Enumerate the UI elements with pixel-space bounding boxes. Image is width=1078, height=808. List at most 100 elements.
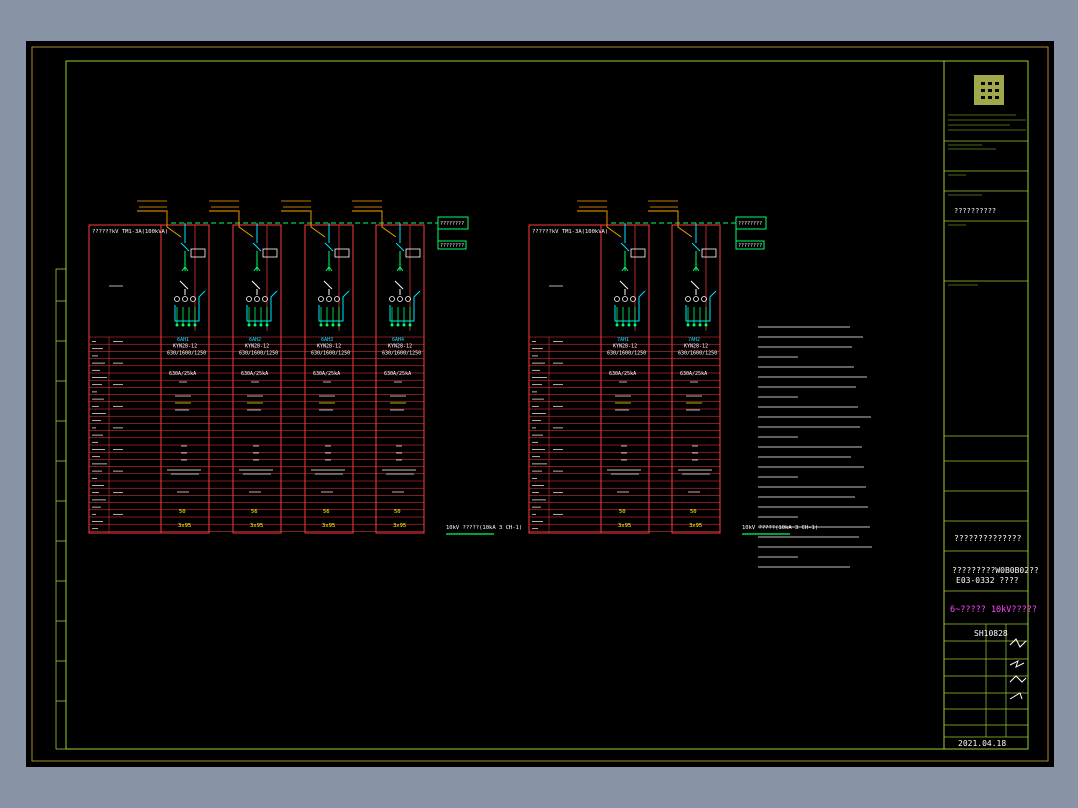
bus-tag-box-2 [437, 240, 467, 250]
feeder-cable [352, 210, 397, 238]
bus-tag-1: ???????? [440, 221, 464, 227]
arrow-icon [181, 266, 189, 272]
project-line-1: ?????????W0B0B02?? [952, 566, 1039, 575]
panel-model: KYN28-12 [317, 344, 341, 350]
relay-box [334, 248, 350, 258]
arrester-terminal [265, 323, 269, 327]
panel-capacity: 56 [251, 509, 258, 515]
feeder-cable [209, 210, 254, 238]
switchgear-group-b: ??????kV TM1-3A(100kVA)????????????????1… [528, 200, 818, 535]
panel-frame [375, 224, 425, 534]
current-transformer [693, 296, 699, 302]
arrester-terminal [247, 323, 251, 327]
panel-model: KYN28-12 [173, 344, 197, 350]
drawing-title: 6~????? 10kV????? [950, 605, 1037, 615]
arrester-terminal [325, 323, 329, 327]
current-transformer [326, 296, 332, 302]
arrester-terminal [633, 323, 637, 327]
panel-ratio: 630A/25kA [169, 371, 196, 377]
project-line-2: E03-0332 ???? [956, 576, 1019, 585]
ground-circuit [246, 290, 278, 322]
ground-circuit [614, 290, 646, 322]
panel-ratio: 630A/25kA [384, 371, 411, 377]
relay-box [630, 248, 646, 258]
panel-ratio: 630A/25kA [313, 371, 340, 377]
arrow-icon [253, 266, 261, 272]
breaker-switch [179, 280, 189, 290]
ground-circuit [389, 290, 421, 322]
current-transformer [318, 296, 324, 302]
current-transformer [701, 296, 707, 302]
arrow-icon [692, 266, 700, 272]
panel-spec: 630/1600/1250 [167, 351, 206, 357]
feeder-cable [648, 210, 693, 238]
disconnect-switch [252, 242, 262, 252]
panel-spec: 630/1600/1250 [311, 351, 350, 357]
panel-model: KYN28-12 [388, 344, 412, 350]
current-transformer [246, 296, 252, 302]
arrester-terminal [193, 323, 197, 327]
bus-tag-1: ???????? [738, 221, 762, 227]
drawing-date: 2021.04.18 [958, 739, 1006, 748]
bus-tag-box-1 [437, 216, 469, 230]
panel-capacity: 50 [394, 509, 401, 515]
arrester-terminal [698, 323, 702, 327]
bus-tag-box-2 [735, 240, 765, 250]
drawing-sheet: ?????????? ?????????????? ?????????W0B0B… [26, 41, 1054, 767]
disconnect-switch [324, 242, 334, 252]
breaker-switch [323, 280, 333, 290]
panel-capacity: 50 [179, 509, 186, 515]
panel-capacity: 50 [619, 509, 626, 515]
panel-spec: 630/1600/1250 [239, 351, 278, 357]
feeder-cable [281, 210, 326, 238]
arrester-terminal [396, 323, 400, 327]
current-transformer [334, 296, 340, 302]
panel-spec: 630/1600/1250 [678, 351, 717, 357]
arrester-terminal [187, 323, 191, 327]
ground-circuit [318, 290, 350, 322]
panel-frame [160, 224, 210, 534]
arrester-terminal [337, 323, 341, 327]
panel-ratio: 630A/25kA [609, 371, 636, 377]
panel-tag: 6AH1 [177, 337, 189, 343]
relay-box [701, 248, 717, 258]
disconnect-switch [180, 242, 190, 252]
disconnect-switch [691, 242, 701, 252]
feeder-cable [577, 210, 622, 238]
arrester-terminal [621, 323, 625, 327]
arrester-terminal [181, 323, 185, 327]
panel-ratio: 630A/25kA [680, 371, 707, 377]
panel-tag: 6AH3 [321, 337, 333, 343]
bus-label: 10kV ?????(10kA 3 CH-1) [742, 525, 818, 531]
title-qmarks: ?????????? [954, 207, 996, 215]
panel-frame [232, 224, 282, 534]
description-column [528, 224, 602, 534]
panel-tag: 6AH4 [392, 337, 404, 343]
panel-model: KYN28-12 [684, 344, 708, 350]
current-transformer [614, 296, 620, 302]
current-transformer [174, 296, 180, 302]
disconnect-switch [620, 242, 630, 252]
panel-frame [671, 224, 721, 534]
panel-model: KYN28-12 [613, 344, 637, 350]
description-column [88, 224, 162, 534]
arrester-terminal [627, 323, 631, 327]
arrester-terminal [408, 323, 412, 327]
arrester-terminal [402, 323, 406, 327]
current-transformer [622, 296, 628, 302]
bus-tag-box-1 [735, 216, 767, 230]
current-transformer [389, 296, 395, 302]
panel-capacity: 56 [323, 509, 330, 515]
schematic-drawing: ?????????? ?????????????? ?????????W0B0B… [31, 46, 1049, 762]
ground-circuit [174, 290, 206, 322]
panel-cable-size: 3x95 [618, 523, 631, 529]
bus-tag-2: ???????? [738, 243, 762, 249]
feeder-cable [137, 210, 182, 238]
breaker-switch [690, 280, 700, 290]
panel-cable-size: 3x95 [178, 523, 191, 529]
current-transformer [182, 296, 188, 302]
arrester-terminal [319, 323, 323, 327]
